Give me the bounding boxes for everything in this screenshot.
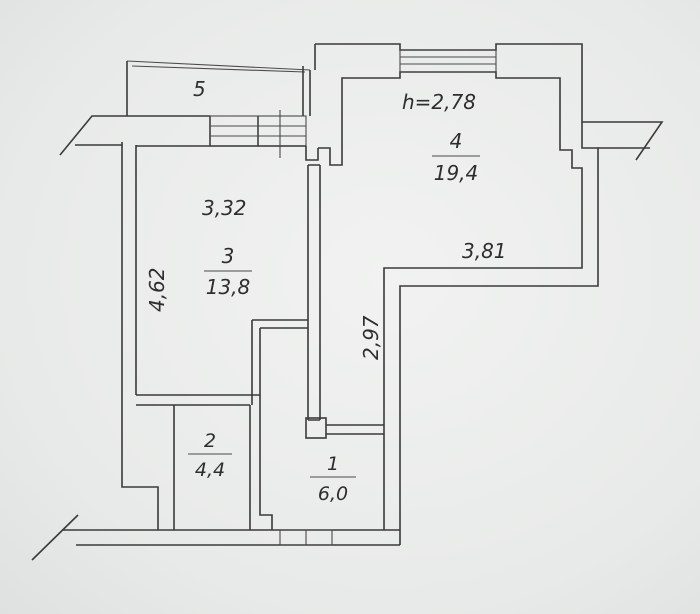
hall-length-dimension: 2,97: [359, 315, 383, 360]
outer-walls: [121, 43, 599, 545]
bathroom-walls: [136, 319, 308, 530]
room1-area: 6,0: [318, 483, 348, 505]
room2-number: 2: [204, 430, 216, 452]
room4-area: 19,4: [434, 161, 479, 185]
room4-window: [399, 49, 497, 73]
balcony-outline: [126, 60, 311, 116]
exterior-wall-right: [582, 121, 664, 161]
exterior-wall-bottom: [31, 514, 400, 561]
partition-room3-hall: [307, 164, 321, 421]
balcony-window: [209, 110, 307, 158]
room3-area: 13,8: [206, 275, 251, 299]
room3-number: 3: [222, 244, 235, 268]
balcony-number: 5: [193, 77, 206, 101]
room4-width-dimension: 3,81: [462, 239, 507, 263]
room3-width-dimension: 3,32: [202, 196, 247, 220]
room2-area: 4,4: [195, 459, 225, 481]
hall-shaft: [305, 417, 384, 439]
ceiling-height-label: h=2,78: [402, 90, 476, 114]
room3-length-dimension: 4,62: [145, 267, 169, 312]
room1-number: 1: [327, 453, 339, 475]
room4-number: 4: [450, 129, 463, 153]
